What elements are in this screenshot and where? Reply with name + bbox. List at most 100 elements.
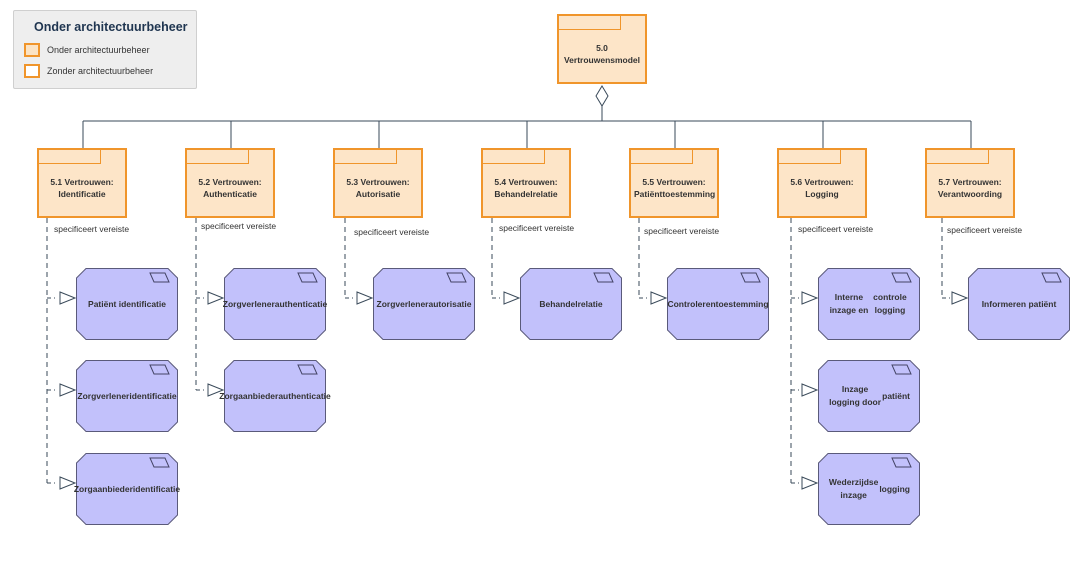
package-label-line2: Identificatie — [58, 189, 106, 199]
realization-arrowhead — [801, 476, 819, 490]
package-3[interactable]: 5.3 Vertrouwen: Autorisatie — [333, 148, 423, 218]
requirement-icon — [740, 272, 761, 283]
requirement-label-line2: patiënt — [882, 390, 910, 401]
package-label-line2: Behandelrelatie — [494, 189, 558, 199]
aggregation-diamond — [595, 85, 609, 107]
requirement-icon — [593, 272, 614, 283]
realization-arrowhead — [207, 383, 225, 397]
package-1[interactable]: 5.1 Vertrouwen: Identificatie — [37, 148, 127, 218]
package-root[interactable]: 5.0 Vertrouwensmodel — [557, 14, 647, 84]
package-label-line2: Verantwoording — [937, 189, 1003, 199]
realization-arrowhead — [503, 291, 521, 305]
package-2[interactable]: 5.2 Vertrouwen: Authenticatie — [185, 148, 275, 218]
legend-label-managed: Onder architectuurbeheer — [47, 45, 150, 55]
package-label: 5.6 Vertrouwen:Logging — [779, 176, 865, 200]
realization-arrowhead — [951, 291, 969, 305]
package-label-line1: 5.2 Vertrouwen: — [198, 177, 262, 187]
connector-label: specificeert vereiste — [499, 223, 575, 233]
requirement-shape — [818, 453, 920, 525]
realization-arrowhead — [801, 291, 819, 305]
requirement-label: Informeren patiënt — [968, 268, 1070, 340]
requirement-label-line2: logging — [879, 483, 910, 494]
realization-arrowhead — [801, 383, 819, 397]
connector-label: specificeert vereiste — [354, 227, 430, 237]
legend-swatch-empty — [24, 64, 40, 78]
legend-title: Onder architectuurbeheer — [34, 20, 188, 34]
package-label-line1: 5.3 Vertrouwen: — [346, 177, 410, 187]
requirement-label-line2: authenticatie — [274, 298, 328, 309]
requirement-icon — [1041, 272, 1062, 283]
requirement-label-line1: Zorgaanbieder — [219, 390, 279, 401]
package-tab — [335, 150, 397, 164]
requirement-icon — [297, 364, 318, 375]
package-label-line1: 5.1 Vertrouwen: — [50, 177, 114, 187]
connector-label: specificeert vereiste — [644, 226, 720, 236]
requirement-4-1[interactable]: Behandelrelatie — [520, 268, 622, 340]
package-5[interactable]: 5.5 Vertrouwen:Patiënttoestemming — [629, 148, 719, 218]
realization-arrowhead — [59, 383, 77, 397]
requirement-7-1[interactable]: Informeren patiënt — [968, 268, 1070, 340]
package-label: 5.5 Vertrouwen:Patiënttoestemming — [631, 176, 717, 200]
package-label-line2: Authenticatie — [203, 189, 257, 199]
requirement-shape — [818, 268, 920, 340]
requirement-shape — [224, 360, 326, 432]
package-label-line1: 5.4 Vertrouwen: — [494, 177, 558, 187]
requirement-label-line2: controle logging — [873, 292, 907, 315]
legend-label-unmanaged: Zonder architectuurbeheer — [47, 66, 154, 76]
realization-arrowhead — [59, 291, 77, 305]
package-label-line1: 5.5 Vertrouwen: — [642, 177, 706, 187]
legend: Onder architectuurbeheer Onder architect… — [13, 10, 197, 89]
requirement-icon — [149, 457, 170, 468]
requirement-icon — [891, 364, 912, 375]
package-label-line2: Autorisatie — [355, 189, 401, 199]
requirement-icon — [149, 272, 170, 283]
package-tab — [559, 16, 621, 30]
package-label: 5.4 Vertrouwen: Behandelrelatie — [483, 176, 569, 200]
requirement-label: Behandelrelatie — [520, 268, 622, 340]
package-6[interactable]: 5.6 Vertrouwen:Logging — [777, 148, 867, 218]
requirement-label-line2: autorisatie — [428, 298, 472, 309]
requirement-label-line1: Zorgverlener — [376, 298, 429, 309]
requirement-icon — [446, 272, 467, 283]
connector-label: specificeert vereiste — [947, 225, 1023, 235]
requirement-label-line1: Zorgaanbieder — [73, 483, 133, 494]
connector-label: specificeert vereiste — [201, 221, 277, 231]
package-tab — [483, 150, 545, 164]
requirement-shape — [76, 453, 178, 525]
requirement-label: Patiënt identificatie — [76, 268, 178, 340]
package-4[interactable]: 5.4 Vertrouwen: Behandelrelatie — [481, 148, 571, 218]
requirement-icon — [297, 272, 318, 283]
requirement-shape — [76, 360, 178, 432]
package-label: 5.2 Vertrouwen: Authenticatie — [187, 176, 273, 200]
requirement-label-line2: identificatie — [129, 390, 177, 401]
requirement-icon — [891, 457, 912, 468]
requirement-shape — [818, 360, 920, 432]
package-label: 5.7 Vertrouwen:Verantwoording — [927, 176, 1013, 200]
requirement-shape — [76, 268, 178, 340]
requirement-label-line2: authenticatie — [278, 390, 331, 401]
requirement-label-line1: Interne inzage en — [829, 292, 869, 315]
realization-arrowhead — [650, 291, 668, 305]
requirement-1-1[interactable]: Patiënt identificatie — [76, 268, 178, 340]
package-7[interactable]: 5.7 Vertrouwen:Verantwoording — [925, 148, 1015, 218]
package-label-line2: Logging — [805, 189, 839, 199]
requirement-shape — [373, 268, 475, 340]
requirement-label-line1: Behandelrelatie — [539, 298, 603, 309]
package-tab — [187, 150, 249, 164]
realization-arrowhead — [59, 476, 77, 490]
